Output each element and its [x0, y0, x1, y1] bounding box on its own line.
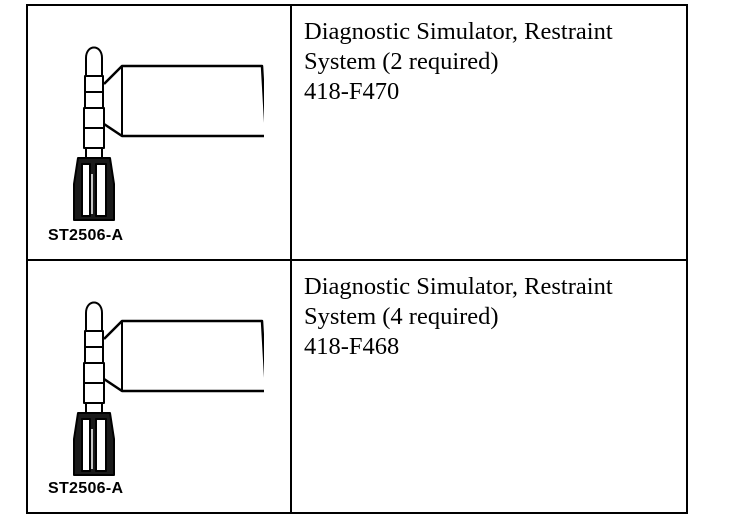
tool-part-number: 418-F470	[304, 78, 400, 105]
tool-description-line: System (2 required)	[304, 48, 499, 75]
tool-row: ST2506-A Diagnostic Simulator, Restraint…	[28, 6, 686, 261]
tool-description-cell: Diagnostic Simulator, Restraint System (…	[292, 261, 686, 512]
restraint-diagnostic-simulator-icon	[73, 301, 264, 476]
tool-description-line: Diagnostic Simulator, Restraint	[304, 18, 613, 45]
special-tools-table: ST2506-A Diagnostic Simulator, Restraint…	[26, 4, 688, 514]
tool-description-line: Diagnostic Simulator, Restraint	[304, 273, 613, 300]
tool-part-number: 418-F468	[304, 333, 400, 360]
tool-description-line: System (4 required)	[304, 303, 499, 330]
tool-illustration-cell: ST2506-A	[28, 261, 292, 512]
tool-row: ST2506-A Diagnostic Simulator, Restraint…	[28, 261, 686, 512]
tool-illustration-cell: ST2506-A	[28, 6, 292, 259]
tool-description-cell: Diagnostic Simulator, Restraint System (…	[292, 6, 686, 259]
illustration-reference-label: ST2506-A	[48, 227, 124, 244]
illustration-reference-label: ST2506-A	[48, 480, 124, 497]
restraint-diagnostic-simulator-icon	[73, 46, 264, 221]
